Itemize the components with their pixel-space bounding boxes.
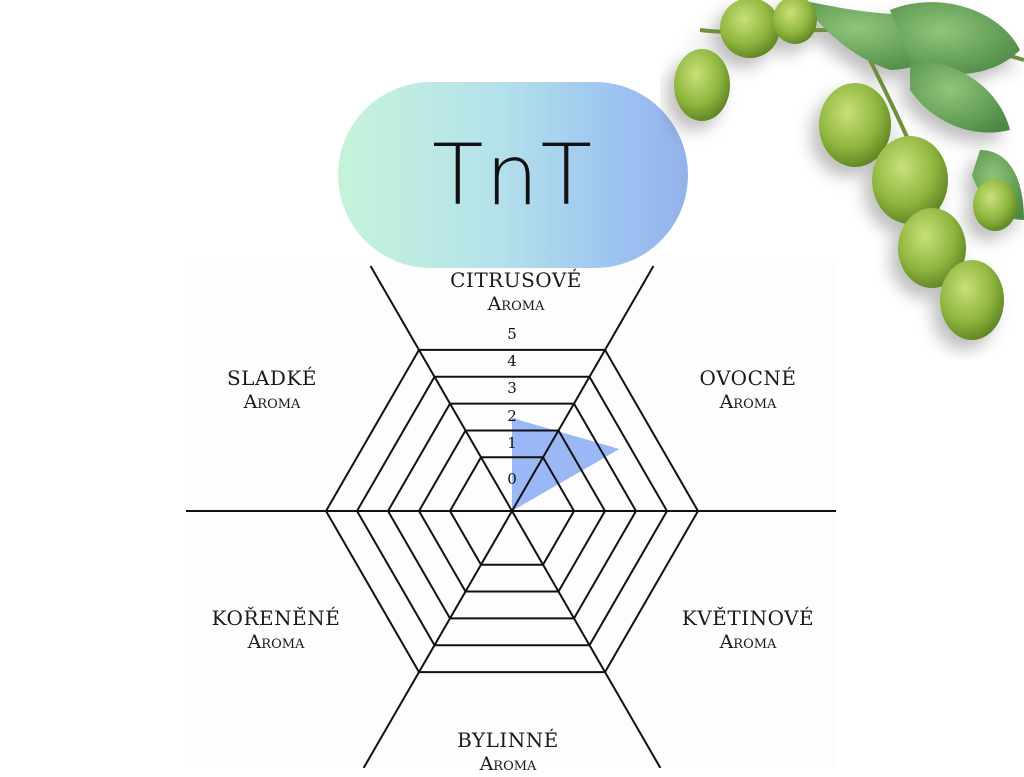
scale-label: 2	[507, 407, 517, 425]
scale-label: 5	[507, 325, 517, 343]
scale-label: 4	[507, 352, 517, 370]
axis-label-line2: Aroma	[243, 391, 301, 413]
axis-label-line2: Aroma	[487, 293, 545, 315]
axis-label-korenene: KOŘENĚNÉ Aroma	[196, 606, 356, 655]
scale-label: 0	[507, 470, 517, 488]
axis-label-line2: Aroma	[479, 753, 537, 775]
axis-label-citrusove: CITRUSOVÉ Aroma	[436, 268, 596, 317]
axis-label-bylinne: BYLINNÉ Aroma	[428, 728, 588, 777]
axis-label-line1: CITRUSOVÉ	[450, 268, 582, 292]
axis-diagonal-a	[369, 265, 662, 768]
title-pill: TnT	[338, 82, 688, 268]
axis-label-line1: OVOCNÉ	[699, 366, 797, 390]
data-polygon	[512, 418, 620, 511]
axis-label-line2: Aroma	[719, 391, 777, 413]
axis-label-line1: KVĚTINOVÉ	[681, 606, 815, 630]
chart-title: TnT	[432, 126, 594, 224]
axis-label-line2: Aroma	[247, 631, 305, 653]
axis-diagonal-b	[362, 265, 655, 768]
chart-panel	[186, 262, 836, 768]
axis-label-line1: BYLINNÉ	[457, 728, 559, 752]
axis-label-line1: KOŘENĚNÉ	[211, 606, 341, 630]
axis-label-line1: SLADKÉ	[226, 366, 317, 390]
axis-label-sladke: SLADKÉ Aroma	[192, 366, 352, 415]
axis-label-line2: Aroma	[719, 631, 777, 653]
scale-label: 1	[507, 434, 517, 452]
scale-label: 3	[507, 379, 517, 397]
axis-label-ovocne: OVOCNÉ Aroma	[668, 366, 828, 415]
axis-label-kvetinove: KVĚTINOVÉ Aroma	[666, 606, 830, 655]
hop-vine-icon	[674, 0, 1024, 340]
